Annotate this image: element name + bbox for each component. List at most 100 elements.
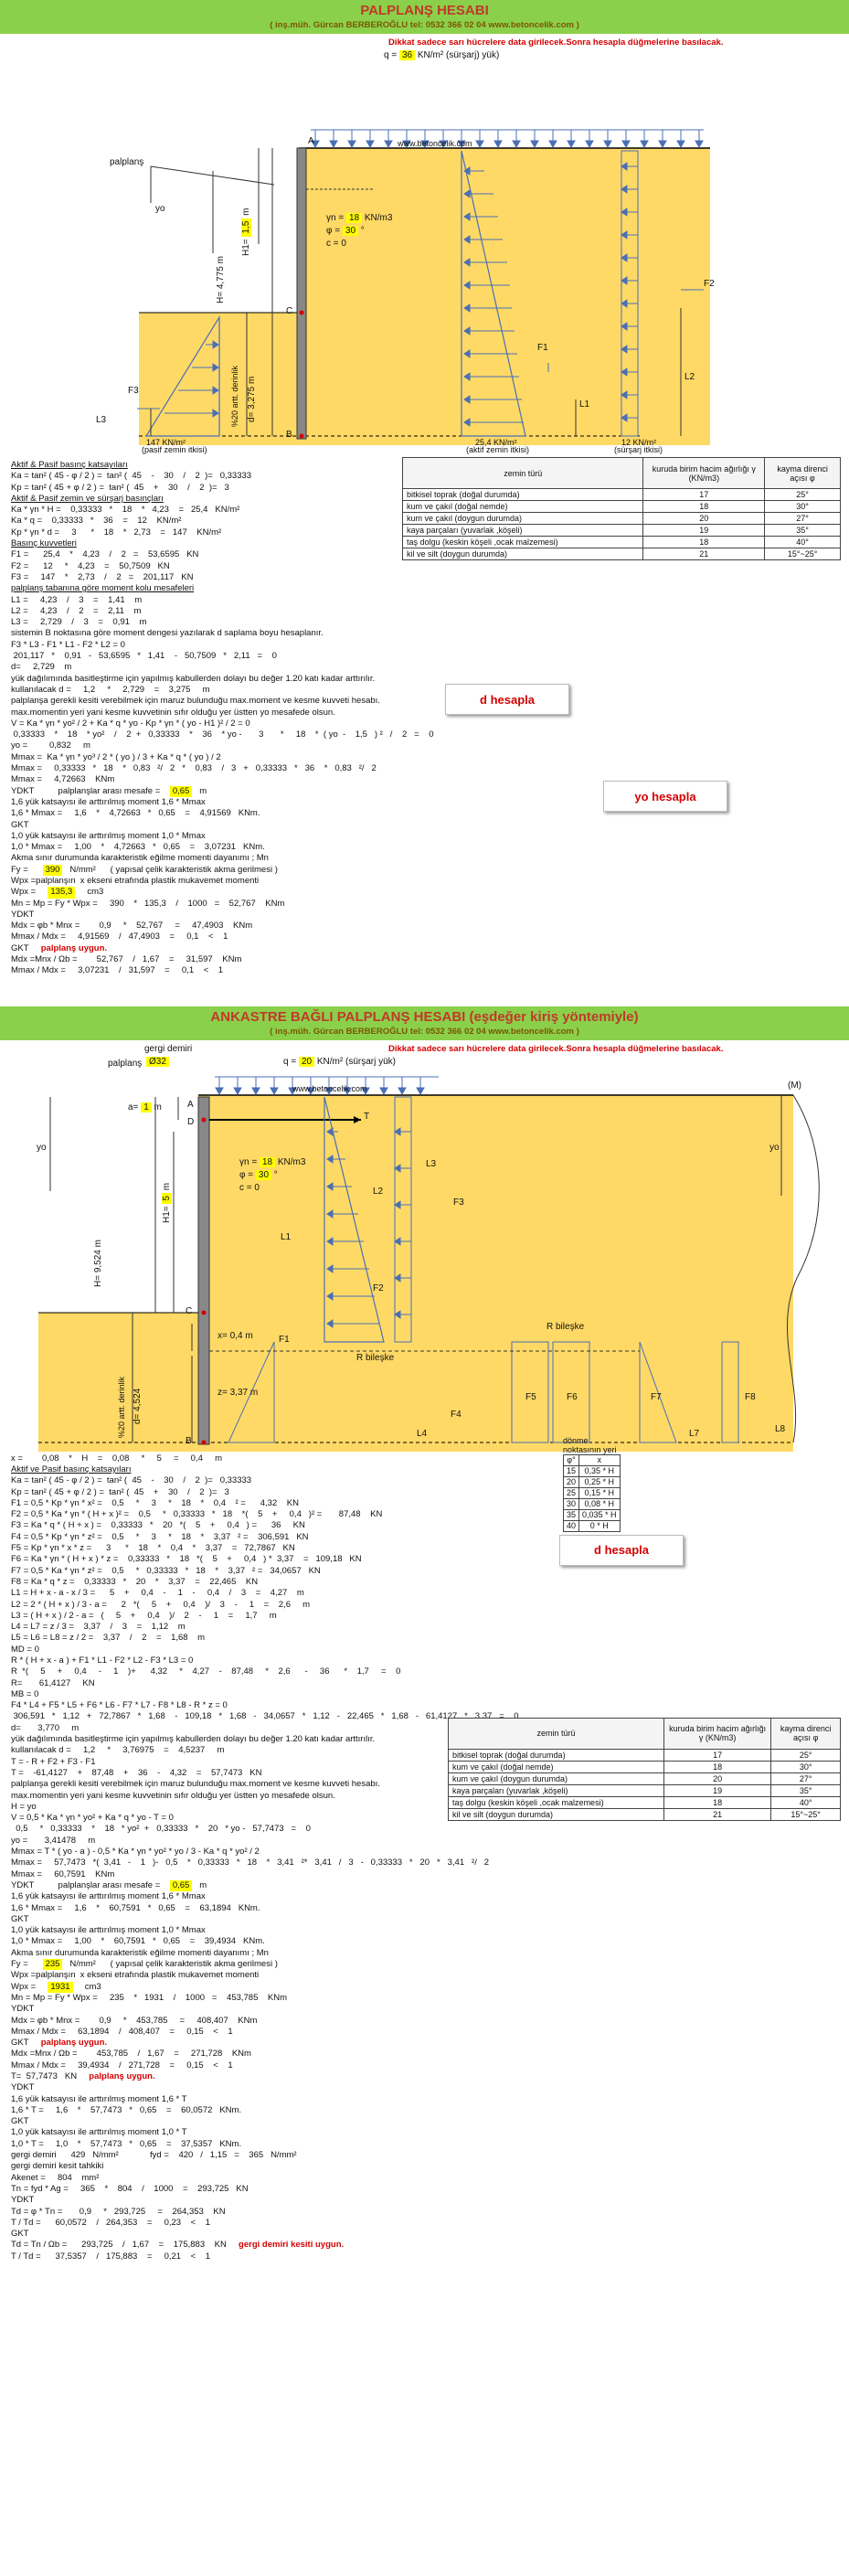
calc-line: T = -61,4127 + 87,48 + 36 - 4,32 = 57,74… — [11, 1767, 262, 1778]
point2-d-label: D — [187, 1116, 195, 1127]
section-palplans: PALPLANŞ HESABI ( inş.müh. Gürcan BERBER… — [0, 0, 849, 977]
calc-line: gergi demiri kesit tahkiki — [11, 2161, 104, 2172]
table-header: kayma direnci açısı φ — [764, 457, 841, 489]
tie-rod-diameter-input[interactable]: Ø32 — [146, 1056, 169, 1067]
calc-line: V = 0,5 * Ka * γn * yo² + Ka * q * yo - … — [11, 1813, 174, 1824]
calc-line: MB = 0 — [11, 1688, 39, 1699]
rotation-table-title: dönme noktasının yeri — [563, 1435, 617, 1454]
site-label: www.betoncelik.com — [398, 139, 472, 148]
f5-rect — [511, 1341, 549, 1443]
q-input[interactable]: 36 — [398, 50, 416, 60]
calc-line: F3 * L3 - F1 * L1 - F2 * L2 = 0 — [11, 639, 125, 650]
calc-line: F2 = 12 * 4,23 = 50,7509 KN — [11, 560, 170, 571]
calc-line: palplanşa gerekli kesiti verebilmek için… — [11, 696, 380, 707]
passive-pressure-arrows — [164, 340, 219, 418]
input-cell[interactable]: 1931 — [48, 1981, 73, 1993]
H1-2-input[interactable]: 5 — [162, 1192, 172, 1204]
calc-line: R * ( H + x - a ) + F1 * L1 - F2 * L2 - … — [11, 1655, 194, 1666]
table-cell: 40 — [562, 1519, 580, 1532]
point-c — [299, 310, 304, 315]
calc-line: 1,6 yük katsayısı ile arttırılmış moment… — [11, 2093, 187, 2104]
surcharge-arrows — [311, 129, 704, 149]
surcharge-pressure-rect — [621, 150, 639, 437]
calc-line: Aktif & Pasif zemin ve sürşarj basınçlar… — [11, 493, 164, 504]
calc-line: palplanşa gerekli kesiti verebilmek için… — [11, 1779, 380, 1790]
input-cell[interactable]: 390 — [42, 864, 63, 876]
table-cell: 0,35 * H — [578, 1464, 621, 1477]
calc-line: F7 = 0,5 * Ka * γn * z² = 0,5 * 0,33333 … — [11, 1565, 321, 1576]
input-cell[interactable]: 235 — [42, 1959, 63, 1971]
active-pressure-arrows — [463, 166, 524, 427]
table-cell: kum ve çakıl (doğal nemde) — [448, 1760, 664, 1773]
calc-line: Mmax = 4,72663 KNm — [11, 774, 115, 785]
calc-line: sistemin B noktasına göre moment dengesi… — [11, 628, 324, 639]
yo2-left-label: yo — [37, 1142, 47, 1153]
table-cell: taş dolgu (keskin köşeli ,ocak malzemesi… — [448, 1795, 664, 1809]
table-cell: 30 — [562, 1497, 580, 1510]
site2-label: www.betoncelik.com — [292, 1083, 367, 1093]
calc-line: Mmax = 60,7591 KNm — [11, 1868, 115, 1879]
q-label: q = 36 KN/m² (sürşarj) yük) — [384, 50, 500, 60]
calc-line: F4 * L4 + F5 * L5 + F6 * L6 - F7 * L7 - … — [11, 1700, 228, 1711]
calc-line: 1,6 * T = 1,6 * 57,7473 * 0,65 = 60,0572… — [11, 2104, 242, 2115]
table-cell: 25° — [770, 1748, 841, 1762]
table-row: taş dolgu (keskin köşeli ,ocak malzemesi… — [448, 1795, 841, 1809]
table-cell: 0 * H — [578, 1519, 621, 1532]
c2-label: c = 0 — [239, 1182, 260, 1193]
table-cell: kil ve silt (doygun durumda) — [401, 548, 644, 560]
check-result: palplanş uygun. — [28, 2038, 108, 2049]
x2-label: x= 0,4 m — [218, 1330, 253, 1341]
d-hesapla-2-button[interactable]: d hesapla — [559, 1534, 684, 1566]
table-header: kayma direnci açısı φ — [770, 1717, 841, 1750]
calc-line: Td = φ * Tn = 0,9 * 293,725 = 264,353 KN — [11, 2206, 226, 2217]
calc-line: V = Ka * γn * yo² / 2 + Ka * q * yo - Kp… — [11, 718, 250, 729]
table-header: kuruda birim hacim ağırlığı γ (KN/m3) — [663, 1717, 772, 1750]
table-cell: 15 — [562, 1464, 580, 1477]
a-input[interactable]: 1 — [141, 1102, 152, 1112]
gamma2-input[interactable]: 18 — [259, 1156, 276, 1167]
phi2-input[interactable]: 30 — [255, 1169, 272, 1180]
open-excavation2 — [38, 1094, 198, 1313]
calc-line: d= 2,729 m — [11, 662, 72, 673]
calc-line: yo = 3,41478 m — [11, 1835, 96, 1846]
table-cell: 40° — [770, 1795, 841, 1809]
table-header: zemin türü — [448, 1717, 664, 1750]
calc-line: yük dağılımında basitleştirme için yapıl… — [11, 1734, 376, 1745]
phi-input[interactable]: 30 — [342, 226, 359, 236]
dimension-lines — [150, 148, 682, 436]
table-cell: 15°~25° — [770, 1807, 841, 1821]
palplans-label: palplanş — [110, 157, 144, 167]
f8-2-label: F8 — [745, 1391, 756, 1402]
calc-line: YDKT — [11, 2195, 35, 2206]
calc-line: L1 = 4,23 / 3 = 1,41 m — [11, 594, 143, 605]
f8-rect — [721, 1341, 739, 1443]
calc-line: Kp * γn * d = 3 * 18 * 2,73 = 147 KN/m² — [11, 527, 222, 538]
input-cell[interactable]: 0,65 — [169, 1879, 193, 1892]
gamma-input[interactable]: 18 — [345, 213, 363, 223]
calc-line: 1,0 yük katsayısı ile arttırılmış moment… — [11, 2127, 187, 2138]
d-hesapla-button[interactable]: d hesapla — [445, 684, 569, 715]
calc-line: 0,5 * 0,33333 * 18 * yo² + 0,33333 * 20 … — [11, 1824, 311, 1835]
calc-line: Wpx =palplanşın x ekseni etrafında plast… — [11, 875, 260, 886]
table-cell: 21 — [663, 1807, 772, 1821]
table-cell: 30° — [764, 500, 841, 513]
input-cell[interactable]: 135,3 — [48, 887, 76, 899]
calc-line: 1,0 yük katsayısı ile arttırılmış moment… — [11, 1925, 206, 1936]
H1-2-label: H1= 5 m — [162, 1182, 172, 1223]
calc-line: L1 = H + x - a - x / 3 = 5 + 0,4 - 1 - 0… — [11, 1588, 304, 1599]
calc-line: kullanılacak d = 1,2 * 2,729 = 3,275 m — [11, 684, 210, 695]
calc-line: H = yo — [11, 1801, 37, 1812]
active-caption: (aktif zemin itkisi) — [466, 445, 530, 454]
f3-label: F3 — [128, 386, 139, 396]
calc-line: T= 57,7473 KN palplanş uygun. — [11, 2070, 155, 2081]
calc-line: GKT palplanş uygun. — [11, 2038, 108, 2049]
yo-hesapla-button[interactable]: yo hesapla — [603, 781, 727, 812]
q2-input[interactable]: 20 — [298, 1056, 315, 1067]
input-cell[interactable]: 0,65 — [169, 785, 193, 797]
H1-input[interactable]: 1,5 — [241, 218, 251, 237]
